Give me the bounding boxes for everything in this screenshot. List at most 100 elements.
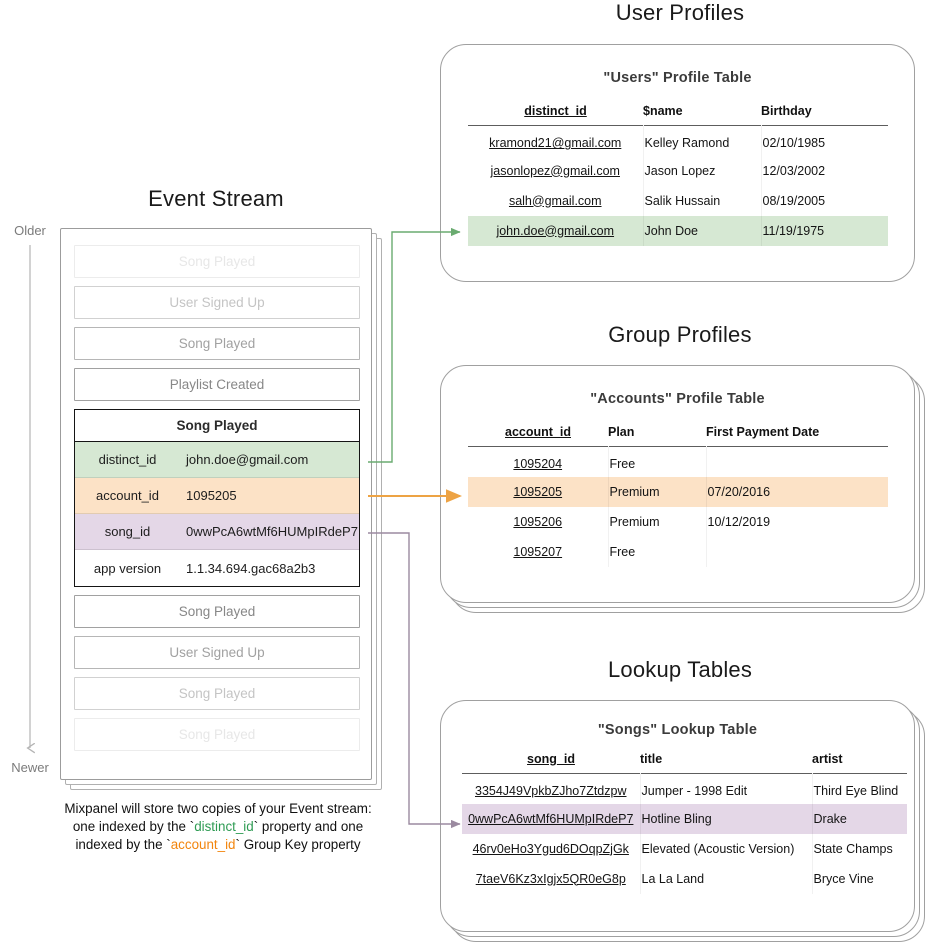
cell-artist: Bryce Vine (813, 871, 874, 886)
column-header-birthday: Birthday (761, 104, 812, 118)
cell-distinct-id: jasonlopez@gmail.com (468, 155, 644, 186)
table-row[interactable]: 1095206 Premium 10/12/2019 (468, 506, 888, 537)
table-row-highlighted[interactable]: 0wwPcA6wtMf6HUMpIRdeP7 Hotline Bling Dra… (462, 803, 907, 834)
cell-distinct-id: salh@gmail.com (468, 185, 644, 216)
event-list-item[interactable]: Song Played (74, 677, 360, 710)
cell-account-id: 1095206 (468, 506, 609, 537)
cell-artist: Drake (812, 803, 907, 834)
cell-song-id: 7taeV6Kz3xIgjx5QR0eG8p (462, 863, 641, 894)
cell-title: Hotline Bling (640, 803, 813, 834)
user-profiles-panel: "Users" Profile Table distinct_id $name … (440, 44, 920, 282)
table-row-highlighted[interactable]: john.doe@gmail.com John Doe 11/19/1975 (468, 215, 888, 246)
cell-artist: State Champs (813, 841, 893, 856)
cell-plan: Free (608, 446, 707, 477)
event-property-value: 1.1.34.694.gac68a2b3 (186, 560, 316, 576)
event-property-key: song_id (104, 524, 151, 539)
group-profiles-title: Group Profiles (608, 322, 752, 347)
table-header-row: distinct_id $name Birthday (468, 104, 888, 126)
table-row[interactable]: 46rv0eHo3Ygud6DOqpZjGk Elevated (Acousti… (462, 833, 907, 864)
user-profiles-title: User Profiles (615, 0, 745, 25)
table-row[interactable]: 7taeV6Kz3xIgjx5QR0eG8p La La Land Bryce … (462, 863, 907, 894)
cell-title: Jumper - 1998 Edit (640, 773, 813, 804)
cell-title: Elevated (Acoustic Version) (640, 833, 813, 864)
users-table-title: "Users" Profile Table (603, 70, 752, 86)
event-stream-title: Event Stream (148, 186, 284, 211)
table-row[interactable]: 1095207 Free (468, 536, 888, 567)
cell-birthday: 02/10/1985 (762, 136, 826, 151)
caption-line-3a: indexed by the ` (75, 837, 171, 852)
songs-table-body: "Songs" Lookup Table song_id title artis… (440, 700, 930, 894)
timeline: Older Newer (0, 215, 60, 785)
users-table-body: "Users" Profile Table distinct_id $name … (440, 44, 920, 246)
cell-first-payment-date: 07/20/2016 (706, 476, 888, 507)
event-property-key: distinct_id (98, 452, 157, 467)
expanded-event-card[interactable]: Song Played distinct_id john.doe@gmail.c… (74, 409, 360, 587)
cell-name: Salik Hussain (643, 185, 762, 216)
timeline-newer-label: Newer (11, 760, 49, 775)
table-row[interactable]: salh@gmail.com Salik Hussain 08/19/2005 (468, 185, 888, 216)
caption-line-2b: ` property and one (253, 819, 364, 834)
cell-song-id: 3354J49VpkbZJho7Ztdzpw (462, 773, 641, 804)
event-list-item[interactable]: Song Played (74, 327, 360, 360)
group-profiles-panel: "Accounts" Profile Table account_id Plan… (440, 365, 930, 615)
caption-text: Mixpanel will store two copies of your E… (28, 800, 408, 854)
table-header-row: song_id title artist (462, 752, 907, 774)
users-table: distinct_id $name Birthday kramond21@gma… (468, 104, 888, 246)
event-list-item[interactable]: Song Played (74, 245, 360, 278)
column-header-distinct-id: distinct_id (524, 104, 587, 118)
event-list-item[interactable]: User Signed Up (74, 286, 360, 319)
cell-first-payment-date (706, 447, 888, 477)
caption-line-2a: one indexed by the ` (72, 819, 195, 834)
event-property-key: app version (93, 560, 162, 576)
songs-table: song_id title artist 3354J49VpkbZJho7Ztd… (462, 752, 907, 894)
lookup-tables-panel: "Songs" Lookup Table song_id title artis… (440, 700, 930, 948)
cell-name: John Doe (643, 215, 762, 246)
event-list-item[interactable]: Playlist Created (74, 368, 360, 401)
accounts-table-body: "Accounts" Profile Table account_id Plan… (440, 365, 930, 567)
event-property-account-id: account_id 1095205 (75, 478, 359, 514)
table-row[interactable]: jasonlopez@gmail.com Jason Lopez 12/03/2… (468, 155, 888, 186)
event-property-app-version: app version 1.1.34.694.gac68a2b3 (75, 550, 359, 586)
cell-account-id: 1095204 (468, 446, 609, 477)
column-header-first-payment-date: First Payment Date (706, 425, 820, 439)
table-row-highlighted[interactable]: 1095205 Premium 07/20/2016 (468, 476, 888, 507)
cell-account-id: 1095205 (468, 476, 609, 507)
cell-title: La La Land (640, 863, 813, 894)
caption-line-3b: ` Group Key property (235, 837, 361, 852)
event-list-item[interactable]: Song Played (74, 595, 360, 628)
cell-birthday: 12/03/2002 (762, 163, 826, 178)
accounts-table-title: "Accounts" Profile Table (590, 391, 765, 407)
expanded-event-title: Song Played (75, 410, 359, 442)
column-header-artist: artist (812, 752, 843, 766)
event-property-key: account_id (96, 488, 159, 503)
timeline-older-label: Older (14, 223, 46, 238)
cell-artist: Third Eye Blind (813, 784, 899, 799)
caption-token-account-id: account_id (170, 837, 236, 852)
caption-token-distinct-id: distinct_id (194, 819, 254, 834)
cell-name: Jason Lopez (643, 155, 762, 186)
table-row[interactable]: 3354J49VpkbZJho7Ztdzpw Jumper - 1998 Edi… (462, 773, 907, 804)
lookup-tables-title: Lookup Tables (607, 657, 753, 682)
cell-plan: Premium (608, 476, 707, 507)
caption-line-1: Mixpanel will store two copies of your E… (64, 801, 372, 816)
cell-birthday: 08/19/2005 (762, 193, 826, 208)
event-list-item[interactable]: User Signed Up (74, 636, 360, 669)
cell-plan: Premium (608, 506, 707, 537)
column-header-song-id: song_id (527, 752, 575, 766)
event-stream-card: Song Played User Signed Up Song Played P… (60, 228, 372, 780)
songs-table-title: "Songs" Lookup Table (597, 722, 758, 738)
event-property-value: 0wwPcA6wtMf6HUMpIRdeP7 (186, 524, 358, 539)
table-row[interactable]: kramond21@gmail.com Kelley Ramond 02/10/… (468, 125, 888, 156)
cell-account-id: 1095207 (468, 536, 609, 567)
cell-first-payment-date: 10/12/2019 (707, 514, 771, 529)
cell-song-id: 46rv0eHo3Ygud6DOqpZjGk (462, 833, 641, 864)
event-property-value: john.doe@gmail.com (186, 452, 309, 467)
cell-name: Kelley Ramond (643, 125, 762, 156)
event-property-distinct-id: distinct_id john.doe@gmail.com (75, 442, 359, 478)
table-row[interactable]: 1095204 Free (468, 446, 888, 477)
event-list: Song Played User Signed Up Song Played P… (74, 245, 360, 759)
event-property-song-id: song_id 0wwPcA6wtMf6HUMpIRdeP7 (75, 514, 359, 550)
column-header-title: title (640, 752, 663, 766)
event-list-item[interactable]: Song Played (74, 718, 360, 751)
